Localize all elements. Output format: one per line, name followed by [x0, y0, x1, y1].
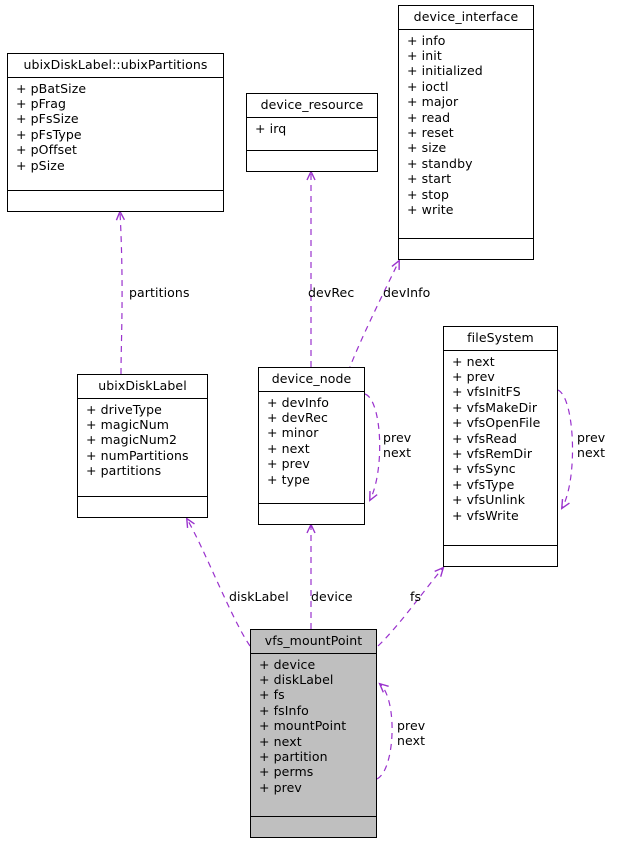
class-member: + minor: [267, 425, 319, 441]
class-member: + initialized: [407, 63, 483, 79]
edge-label-diskLabel: diskLabel: [229, 589, 289, 604]
class-members-fileSystem: + next+ prev+ vfsInitFS+ vfsMakeDir+ vfs…: [444, 351, 557, 546]
class-members-device_node: + devInfo+ devRec+ minor+ next+ prev+ ty…: [259, 392, 364, 504]
class-members-ubixDiskLabel: + driveType+ magicNum+ magicNum2+ numPar…: [78, 399, 207, 497]
class-member: + write: [407, 201, 454, 217]
class-member: + pFrag: [16, 95, 67, 111]
class-member: + driveType: [86, 401, 162, 417]
class-member: + vfsOpenFile: [452, 415, 541, 431]
edge-device_node-to-device_interface: [347, 259, 400, 373]
class-member: + next: [267, 440, 310, 456]
class-member: + vfsUnlink: [452, 492, 526, 508]
class-member: + pSize: [16, 157, 65, 173]
class-member: + major: [407, 94, 459, 110]
class-title-device_node: device_node: [259, 368, 364, 392]
class-member: + device: [259, 656, 316, 672]
class-member: + partitions: [86, 463, 162, 479]
class-member: + pFsType: [16, 126, 82, 142]
edge-label-filesystem_prev_next: prev next: [577, 430, 606, 460]
class-member: + next: [452, 353, 495, 369]
edge-label-devInfo: devInfo: [383, 285, 431, 300]
edge-label-device_node_prev_next: prev next: [383, 430, 412, 460]
class-box-ubixPartitions[interactable]: ubixDiskLabel::ubixPartitions+ pBatSize+…: [7, 53, 224, 212]
class-member: + vfsMakeDir: [452, 399, 538, 415]
class-title-device_interface: device_interface: [399, 6, 533, 30]
edge-label-partitions: partitions: [129, 285, 190, 300]
class-member: + size: [407, 140, 447, 156]
class-box-device_resource[interactable]: device_resource + irq: [246, 93, 378, 172]
class-member: + standby: [407, 155, 473, 171]
class-member: + devRec: [267, 409, 328, 425]
class-member: + reset: [407, 124, 454, 140]
edge-ubixDiskLabel-to-ubixPartitions: [115, 209, 126, 375]
class-box-device_node[interactable]: device_node+ devInfo+ devRec+ minor+ nex…: [258, 367, 365, 525]
class-member: + read: [407, 109, 451, 125]
class-members-vfs_mountPoint: + device+ diskLabel+ fs+ fsInfo+ mountPo…: [251, 654, 376, 817]
class-member: + vfsWrite: [452, 507, 519, 523]
edge-device_node-prev-next-self: [364, 393, 381, 502]
class-member: + fs: [259, 687, 285, 703]
class-title-ubixPartitions: ubixDiskLabel::ubixPartitions: [8, 54, 223, 78]
class-title-ubixDiskLabel: ubixDiskLabel: [78, 375, 207, 399]
edge-fileSystem-prev-next-self: [557, 389, 574, 510]
class-member: + info: [407, 32, 446, 48]
edge-label-mountpoint_prev_next: prev next: [397, 718, 426, 748]
class-member: + vfsSync: [452, 461, 516, 477]
class-title-fileSystem: fileSystem: [444, 327, 557, 351]
edge-label-devRec: devRec: [308, 285, 355, 300]
class-methods-ubixDiskLabel: [78, 497, 207, 517]
class-members-device_resource: + irq: [247, 118, 377, 151]
edge-vfs_mountPoint-to-ubixDiskLabel: [185, 517, 251, 647]
class-member: + next: [259, 733, 302, 749]
class-methods-vfs_mountPoint: [251, 817, 376, 837]
class-member: + fsInfo: [259, 702, 309, 718]
class-methods-fileSystem: [444, 546, 557, 566]
class-member: + ioctl: [407, 78, 449, 94]
class-methods-device_node: [259, 504, 364, 524]
edge-label-device: device: [311, 589, 353, 604]
class-member: + type: [267, 471, 310, 487]
class-member: + diskLabel: [259, 671, 334, 687]
edge-label-fs: fs: [410, 589, 422, 604]
class-member: + numPartitions: [86, 447, 189, 463]
class-members-ubixPartitions: + pBatSize+ pFrag+ pFsSize+ pFsType+ pOf…: [8, 78, 223, 191]
class-member: + prev: [452, 368, 495, 384]
class-box-vfs_mountPoint[interactable]: vfs_mountPoint+ device+ diskLabel+ fs+ f…: [250, 629, 377, 838]
class-member: + mountPoint: [259, 718, 347, 734]
class-methods-ubixPartitions: [8, 191, 223, 211]
class-member: + init: [407, 47, 442, 63]
class-member: + magicNum: [86, 416, 170, 432]
class-members-device_interface: + info+ init+ initialized+ ioctl+ major+…: [399, 30, 533, 239]
class-member: + pBatSize: [16, 80, 87, 96]
class-member: + irq: [255, 120, 287, 136]
class-member: + devInfo: [267, 394, 330, 410]
class-box-ubixDiskLabel[interactable]: ubixDiskLabel+ driveType+ magicNum+ magi…: [77, 374, 208, 518]
class-member: + stop: [407, 186, 450, 202]
class-methods-device_resource: [247, 151, 377, 171]
class-member: + vfsRead: [452, 430, 518, 446]
class-box-fileSystem[interactable]: fileSystem+ next+ prev+ vfsInitFS+ vfsMa…: [443, 326, 558, 567]
class-member: + vfsInitFS: [452, 384, 521, 400]
class-member: + pOffset: [16, 142, 78, 158]
class-title-device_resource: device_resource: [247, 94, 377, 118]
class-box-device_interface[interactable]: device_interface+ info+ init+ initialize…: [398, 5, 534, 260]
class-methods-device_interface: [399, 239, 533, 259]
class-member: + magicNum2: [86, 432, 178, 448]
class-member: + pFsSize: [16, 111, 79, 127]
class-member: + vfsRemDir: [452, 445, 533, 461]
class-member: + prev: [259, 779, 302, 795]
class-member: + partition: [259, 748, 328, 764]
class-member: + start: [407, 171, 452, 187]
class-title-vfs_mountPoint: vfs_mountPoint: [251, 630, 376, 654]
edge-vfs_mountPoint-to-fileSystem: [377, 566, 445, 647]
class-member: + vfsType: [452, 476, 515, 492]
class-member: + perms: [259, 764, 314, 780]
class-member: + prev: [267, 456, 310, 472]
edge-vfs_mountPoint-prev-next-self: [376, 682, 393, 780]
